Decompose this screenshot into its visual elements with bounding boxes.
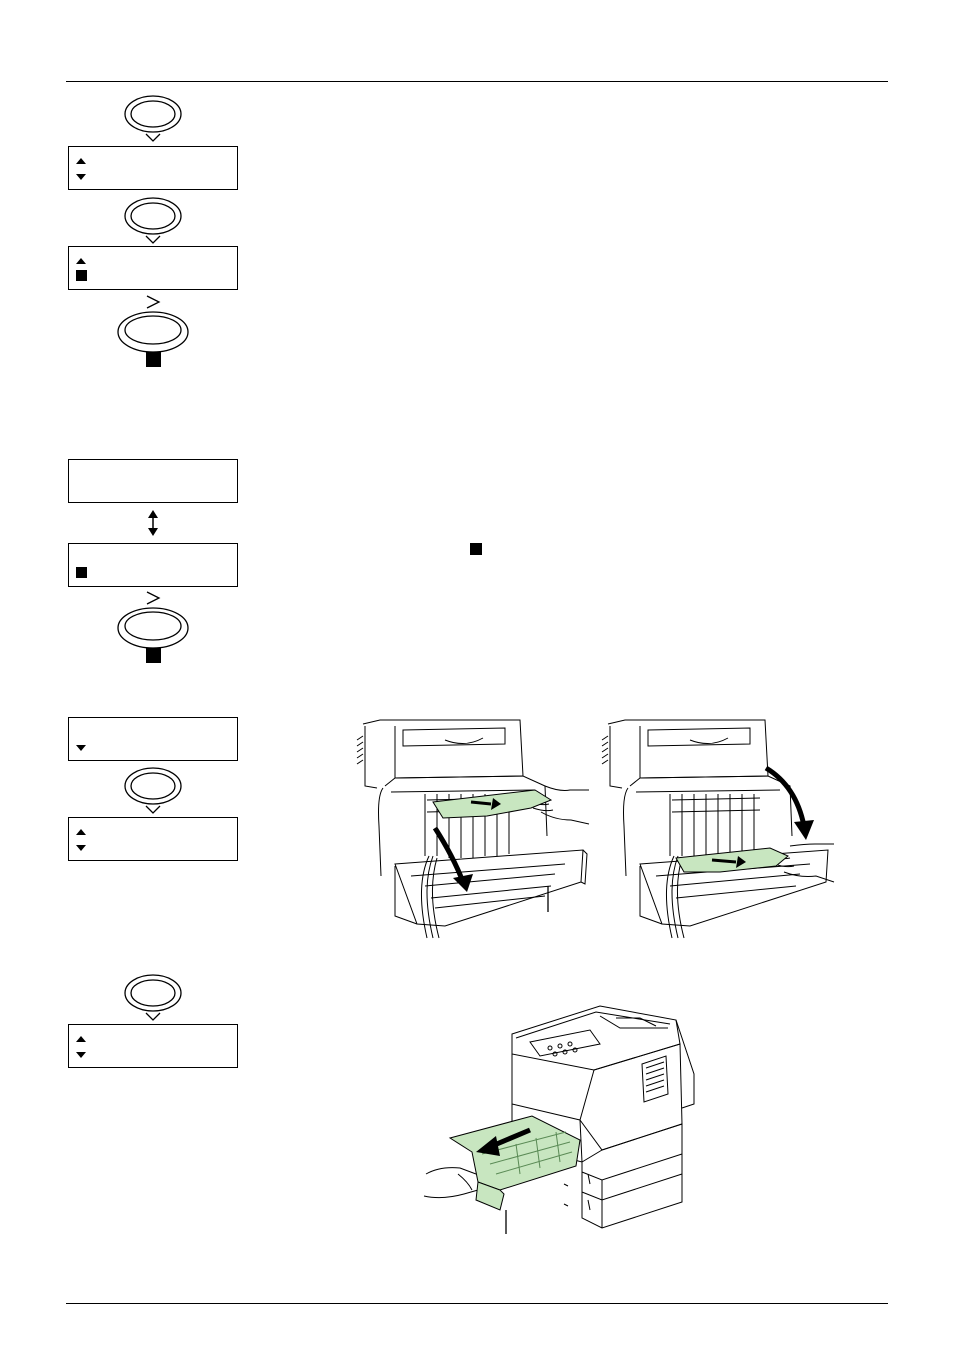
down-triangle-icon [76,174,86,180]
black-square-marker-icon [470,543,482,555]
header-rule [66,81,888,82]
footer-rule [66,1303,888,1304]
lcd-display [68,459,238,503]
down-arrow-key-icon [124,767,182,814]
down-arrow-key-icon [124,95,182,142]
down-triangle-icon [76,745,86,751]
printer-rear-duplex-closing-illustration [601,719,835,939]
lcd-display [68,817,238,861]
up-down-scroll-icon [148,510,158,536]
ok-key-icon [117,591,189,663]
down-triangle-icon [76,845,86,851]
ok-key-icon [117,295,189,367]
black-square-icon [76,270,87,281]
lcd-display [68,146,238,190]
up-triangle-icon [76,829,86,835]
lcd-display [68,246,238,290]
printer-rear-duplex-paper-removal-illustration [356,719,590,939]
black-square-icon [76,567,87,578]
up-triangle-icon [76,158,86,164]
lcd-display [68,543,238,587]
printer-cassette-pull-out-illustration [423,1005,695,1234]
down-arrow-key-icon [124,197,182,244]
up-triangle-icon [76,1036,86,1042]
down-arrow-key-icon [124,974,182,1021]
down-triangle-icon [76,1052,86,1058]
lcd-display [68,1024,238,1068]
up-triangle-icon [76,258,86,264]
lcd-display [68,717,238,761]
